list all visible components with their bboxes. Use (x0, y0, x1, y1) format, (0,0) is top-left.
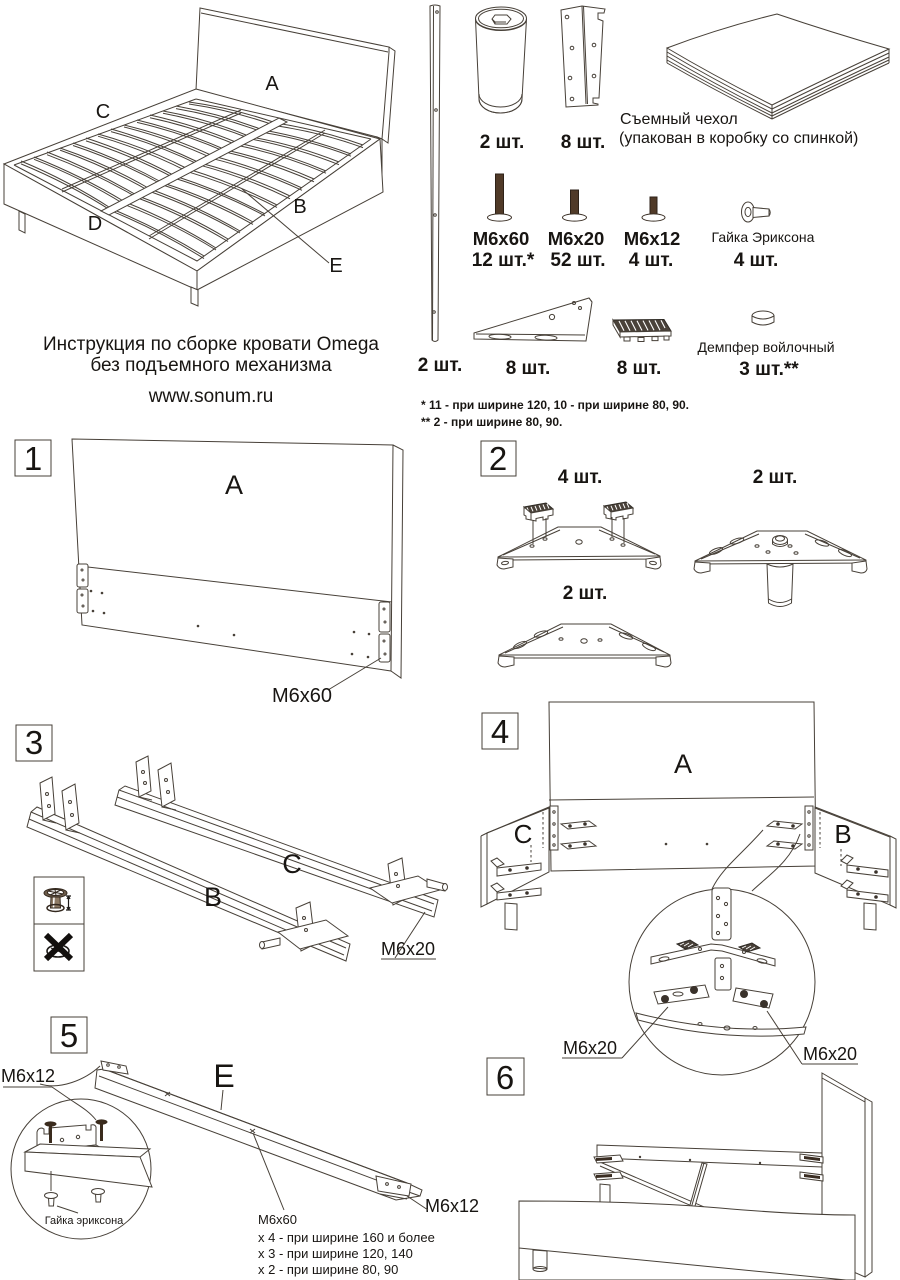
svg-text:A: A (674, 749, 692, 779)
svg-text:Демпфер войлочный: Демпфер войлочный (697, 339, 834, 355)
svg-text:(упакован в коробку со спинкой: (упакован в коробку со спинкой) (619, 130, 858, 147)
svg-text:3 шт.**: 3 шт.** (739, 359, 799, 380)
svg-text:4: 4 (491, 713, 509, 750)
svg-text:4 шт.: 4 шт. (734, 250, 779, 271)
svg-text:E: E (213, 1058, 234, 1094)
svg-text:M6x20: M6x20 (803, 1044, 857, 1064)
svg-text:3: 3 (25, 724, 43, 761)
svg-text:2 шт.: 2 шт. (418, 355, 463, 376)
svg-text:8 шт.: 8 шт. (506, 358, 551, 379)
svg-text:B: B (834, 819, 851, 849)
svg-text:х 2 - при ширине 80, 90: х 2 - при ширине 80, 90 (258, 1262, 398, 1277)
svg-text:2 шт.: 2 шт. (563, 583, 608, 604)
svg-text:Съемный чехол: Съемный чехол (620, 111, 738, 128)
svg-text:Гайка эриксона: Гайка эриксона (45, 1215, 124, 1227)
svg-text:E: E (329, 255, 342, 277)
svg-text:M6x20: M6x20 (563, 1038, 617, 1058)
svg-text:M6x20: M6x20 (548, 228, 605, 249)
svg-text:2: 2 (489, 440, 507, 477)
svg-text:M6x60: M6x60 (272, 685, 332, 707)
svg-text:Гайка Эриксона: Гайка Эриксона (712, 229, 815, 245)
svg-text:A: A (265, 73, 279, 95)
svg-text:52 шт.: 52 шт. (550, 250, 605, 271)
svg-text:M6x12: M6x12 (624, 228, 681, 249)
svg-text:** 2 - при ширине 80, 90.: ** 2 - при ширине 80, 90. (421, 415, 562, 429)
svg-text:4 шт.: 4 шт. (558, 467, 603, 488)
svg-text:M6x20: M6x20 (381, 939, 435, 959)
svg-text:х 3 - при ширине 120, 140: х 3 - при ширине 120, 140 (258, 1246, 413, 1261)
svg-text:Инструкция по сборке кровати O: Инструкция по сборке кровати Omega (43, 334, 379, 355)
svg-text:www.sonum.ru: www.sonum.ru (148, 386, 274, 407)
svg-text:5: 5 (60, 1017, 78, 1054)
svg-text:A: A (225, 470, 243, 500)
svg-text:B: B (204, 882, 222, 912)
svg-text:C: C (282, 849, 302, 879)
svg-text:8 шт.: 8 шт. (617, 358, 662, 379)
svg-text:х 4 - при ширине 160 и более: х 4 - при ширине 160 и более (258, 1230, 435, 1245)
svg-text:12 шт.*: 12 шт.* (472, 250, 535, 271)
svg-text:4 шт.: 4 шт. (629, 250, 674, 271)
svg-text:M6x12: M6x12 (1, 1066, 55, 1086)
svg-text:M6x12: M6x12 (425, 1196, 479, 1216)
svg-text:B: B (293, 196, 306, 218)
svg-text:C: C (514, 819, 533, 849)
svg-text:1: 1 (24, 440, 42, 477)
svg-text:6: 6 (496, 1059, 514, 1096)
svg-text:M6x60: M6x60 (258, 1212, 297, 1227)
svg-text:2 шт.: 2 шт. (480, 132, 525, 153)
svg-text:без подъемного механизма: без подъемного механизма (90, 355, 332, 376)
svg-text:M6x60: M6x60 (473, 228, 530, 249)
svg-text:D: D (88, 213, 102, 235)
svg-text:* 11 - при ширине 120, 10 - пр: * 11 - при ширине 120, 10 - при ширине 8… (421, 398, 689, 412)
svg-text:2 шт.: 2 шт. (753, 467, 798, 488)
svg-text:8 шт.: 8 шт. (561, 132, 606, 153)
svg-text:C: C (96, 101, 110, 123)
